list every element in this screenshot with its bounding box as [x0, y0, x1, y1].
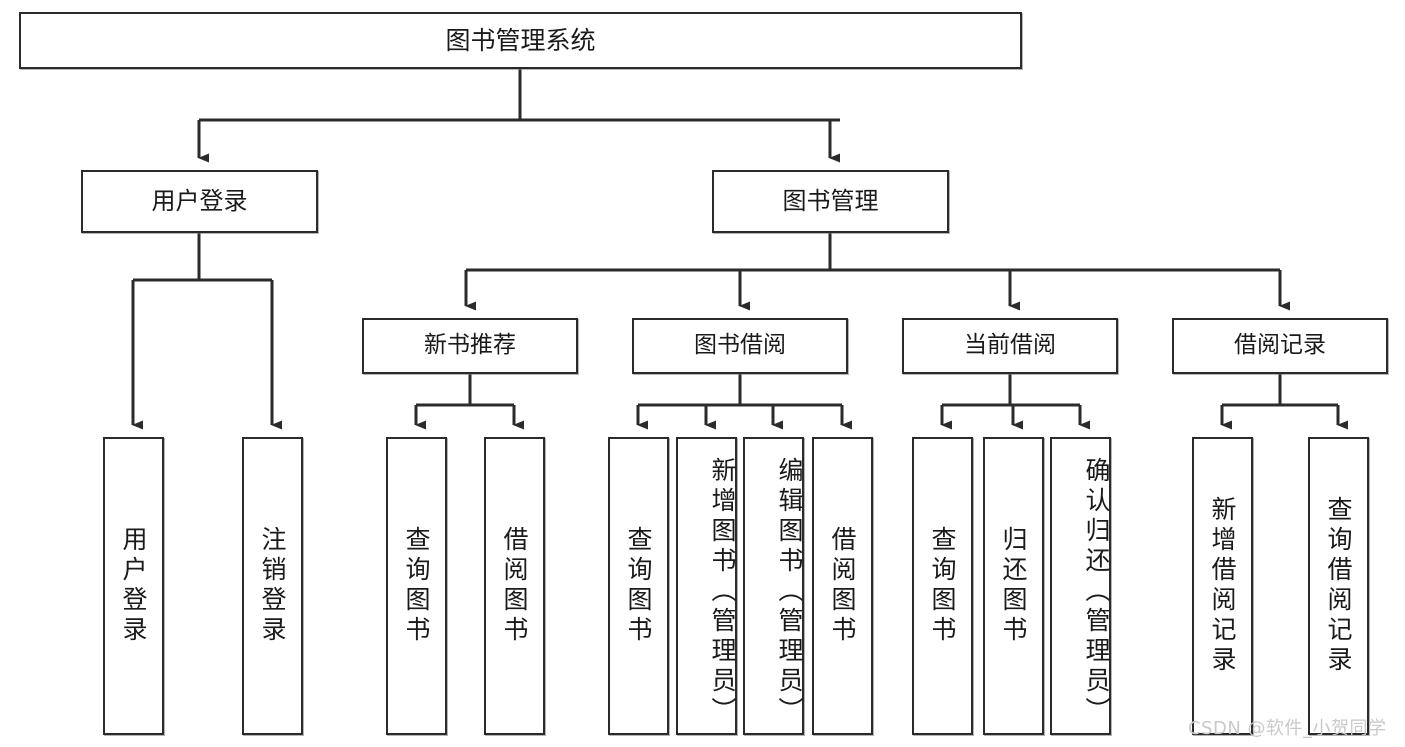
node-label: 借阅图书 — [828, 526, 857, 646]
node-label: 用户登录 — [119, 526, 148, 646]
node-label: 当前借阅 — [964, 332, 1056, 359]
node-label: 查询图书 — [928, 526, 957, 646]
leaf-node[interactable]: 确认归还（管理员） — [1050, 437, 1111, 735]
leaf-node[interactable]: 新增借阅记录 — [1192, 437, 1253, 735]
leaf-node[interactable]: 查询图书 — [608, 437, 669, 735]
node-label: 新书推荐 — [424, 332, 516, 359]
node-book-borrow[interactable]: 图书借阅 — [632, 318, 848, 374]
leaf-node[interactable]: 查询借阅记录 — [1308, 437, 1369, 735]
node-label: 查询借阅记录 — [1324, 496, 1353, 676]
node-label: 图书管理 — [782, 187, 879, 216]
leaf-node[interactable]: 新增图书（管理员） — [676, 437, 737, 735]
node-label: 编辑图书（管理员） — [775, 457, 804, 727]
node-label: 图书借阅 — [694, 332, 786, 359]
node-current-borrow[interactable]: 当前借阅 — [902, 318, 1118, 374]
node-label: 用户登录 — [151, 187, 248, 216]
leaf-node[interactable]: 查询图书 — [386, 437, 447, 735]
node-borrow-record[interactable]: 借阅记录 — [1172, 318, 1388, 374]
leaf-node[interactable]: 查询图书 — [912, 437, 973, 735]
node-user-login[interactable]: 用户登录 — [81, 170, 318, 233]
node-label: 图书管理系统 — [445, 25, 596, 55]
node-label: 确认归还（管理员） — [1082, 457, 1111, 727]
node-book-management[interactable]: 图书管理 — [712, 170, 949, 233]
watermark-text: CSDN @软件_小贺同学 — [1188, 718, 1387, 739]
node-label: 借阅图书 — [500, 526, 529, 646]
node-label: 归还图书 — [999, 526, 1028, 646]
node-label: 注销登录 — [258, 526, 287, 646]
node-label: 查询图书 — [624, 526, 653, 646]
node-system-root[interactable]: 图书管理系统 — [19, 12, 1022, 69]
leaf-node[interactable]: 注销登录 — [242, 437, 303, 735]
node-label: 查询图书 — [402, 526, 431, 646]
node-label: 新增图书（管理员） — [708, 457, 737, 727]
leaf-node[interactable]: 借阅图书 — [484, 437, 545, 735]
leaf-node[interactable]: 编辑图书（管理员） — [743, 437, 804, 735]
node-label: 新增借阅记录 — [1208, 496, 1237, 676]
leaf-node[interactable]: 归还图书 — [983, 437, 1044, 735]
node-label: 借阅记录 — [1234, 332, 1326, 359]
leaf-node[interactable]: 用户登录 — [103, 437, 164, 735]
node-new-book-recommend[interactable]: 新书推荐 — [362, 318, 578, 374]
leaf-node[interactable]: 借阅图书 — [812, 437, 873, 735]
